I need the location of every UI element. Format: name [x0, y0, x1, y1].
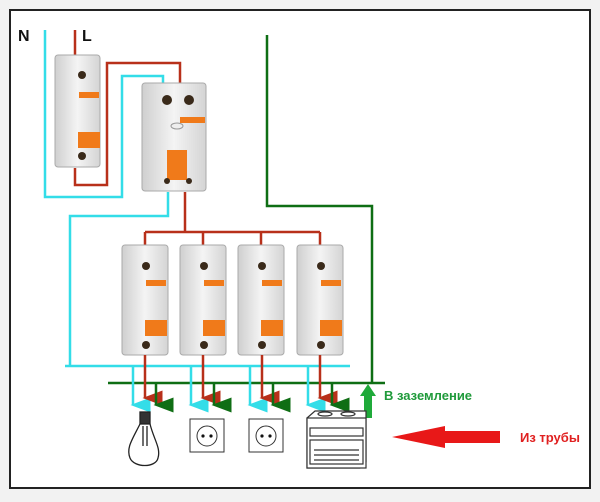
line-bus	[143, 230, 322, 246]
socket-icon	[189, 418, 225, 453]
branch-breaker-2	[179, 244, 227, 356]
rcd-device	[141, 82, 207, 192]
branch-breakers	[121, 244, 344, 356]
neutral-label: N	[18, 28, 30, 45]
from-pipe-label: Из трубы	[520, 430, 580, 445]
neutral-wire-rcd-out	[68, 192, 170, 366]
line-label: L	[82, 28, 92, 45]
ground-label: В заземление	[384, 388, 473, 403]
lamp-icon	[128, 411, 160, 467]
stove-icon	[306, 410, 367, 469]
main-circuit-breaker	[54, 54, 101, 168]
branch-breaker-4	[296, 244, 344, 356]
branch-breaker-3	[237, 244, 285, 356]
ground-wire	[265, 35, 374, 383]
neutral-wire-input	[43, 30, 165, 199]
socket-icon	[248, 418, 284, 453]
drop-arrows	[130, 355, 350, 413]
ground-arrow-icon	[360, 384, 376, 418]
pipe-arrow-icon	[392, 426, 500, 448]
branch-breaker-1	[121, 244, 169, 356]
line-wire-breaker-to-rcd	[73, 61, 182, 187]
